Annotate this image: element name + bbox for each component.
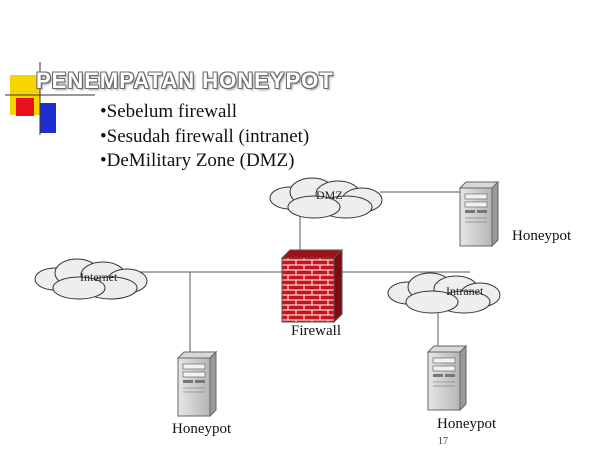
firewall-icon <box>280 248 344 324</box>
slide-title: PENEMPATAN HONEYPOT <box>36 68 334 93</box>
internet-honeypot-label: Honeypot <box>172 421 232 437</box>
decorative-corner-squares <box>5 62 95 135</box>
dmz-cloud-label: DMZ <box>316 188 343 202</box>
intranet-cloud-label: Intranet <box>446 284 484 298</box>
intranet-honeypot-server-icon <box>427 345 467 411</box>
bullet-sesudah-firewall: •Sesudah firewall (intranet) <box>100 126 310 147</box>
firewall-label: Firewall <box>291 323 341 339</box>
intranet-honeypot-label: Honeypot <box>437 416 497 432</box>
bullet-dmz: •DeMilitary Zone (DMZ) <box>100 150 295 171</box>
dmz-honeypot-server-icon <box>459 181 499 247</box>
internet-cloud-label: Internet <box>80 270 118 284</box>
dmz-honeypot-label: Honeypot <box>512 228 572 244</box>
page-number: 17 <box>438 436 448 447</box>
bullet-sebelum-firewall: •Sebelum firewall <box>100 101 237 122</box>
internet-honeypot-server-icon <box>177 351 217 417</box>
